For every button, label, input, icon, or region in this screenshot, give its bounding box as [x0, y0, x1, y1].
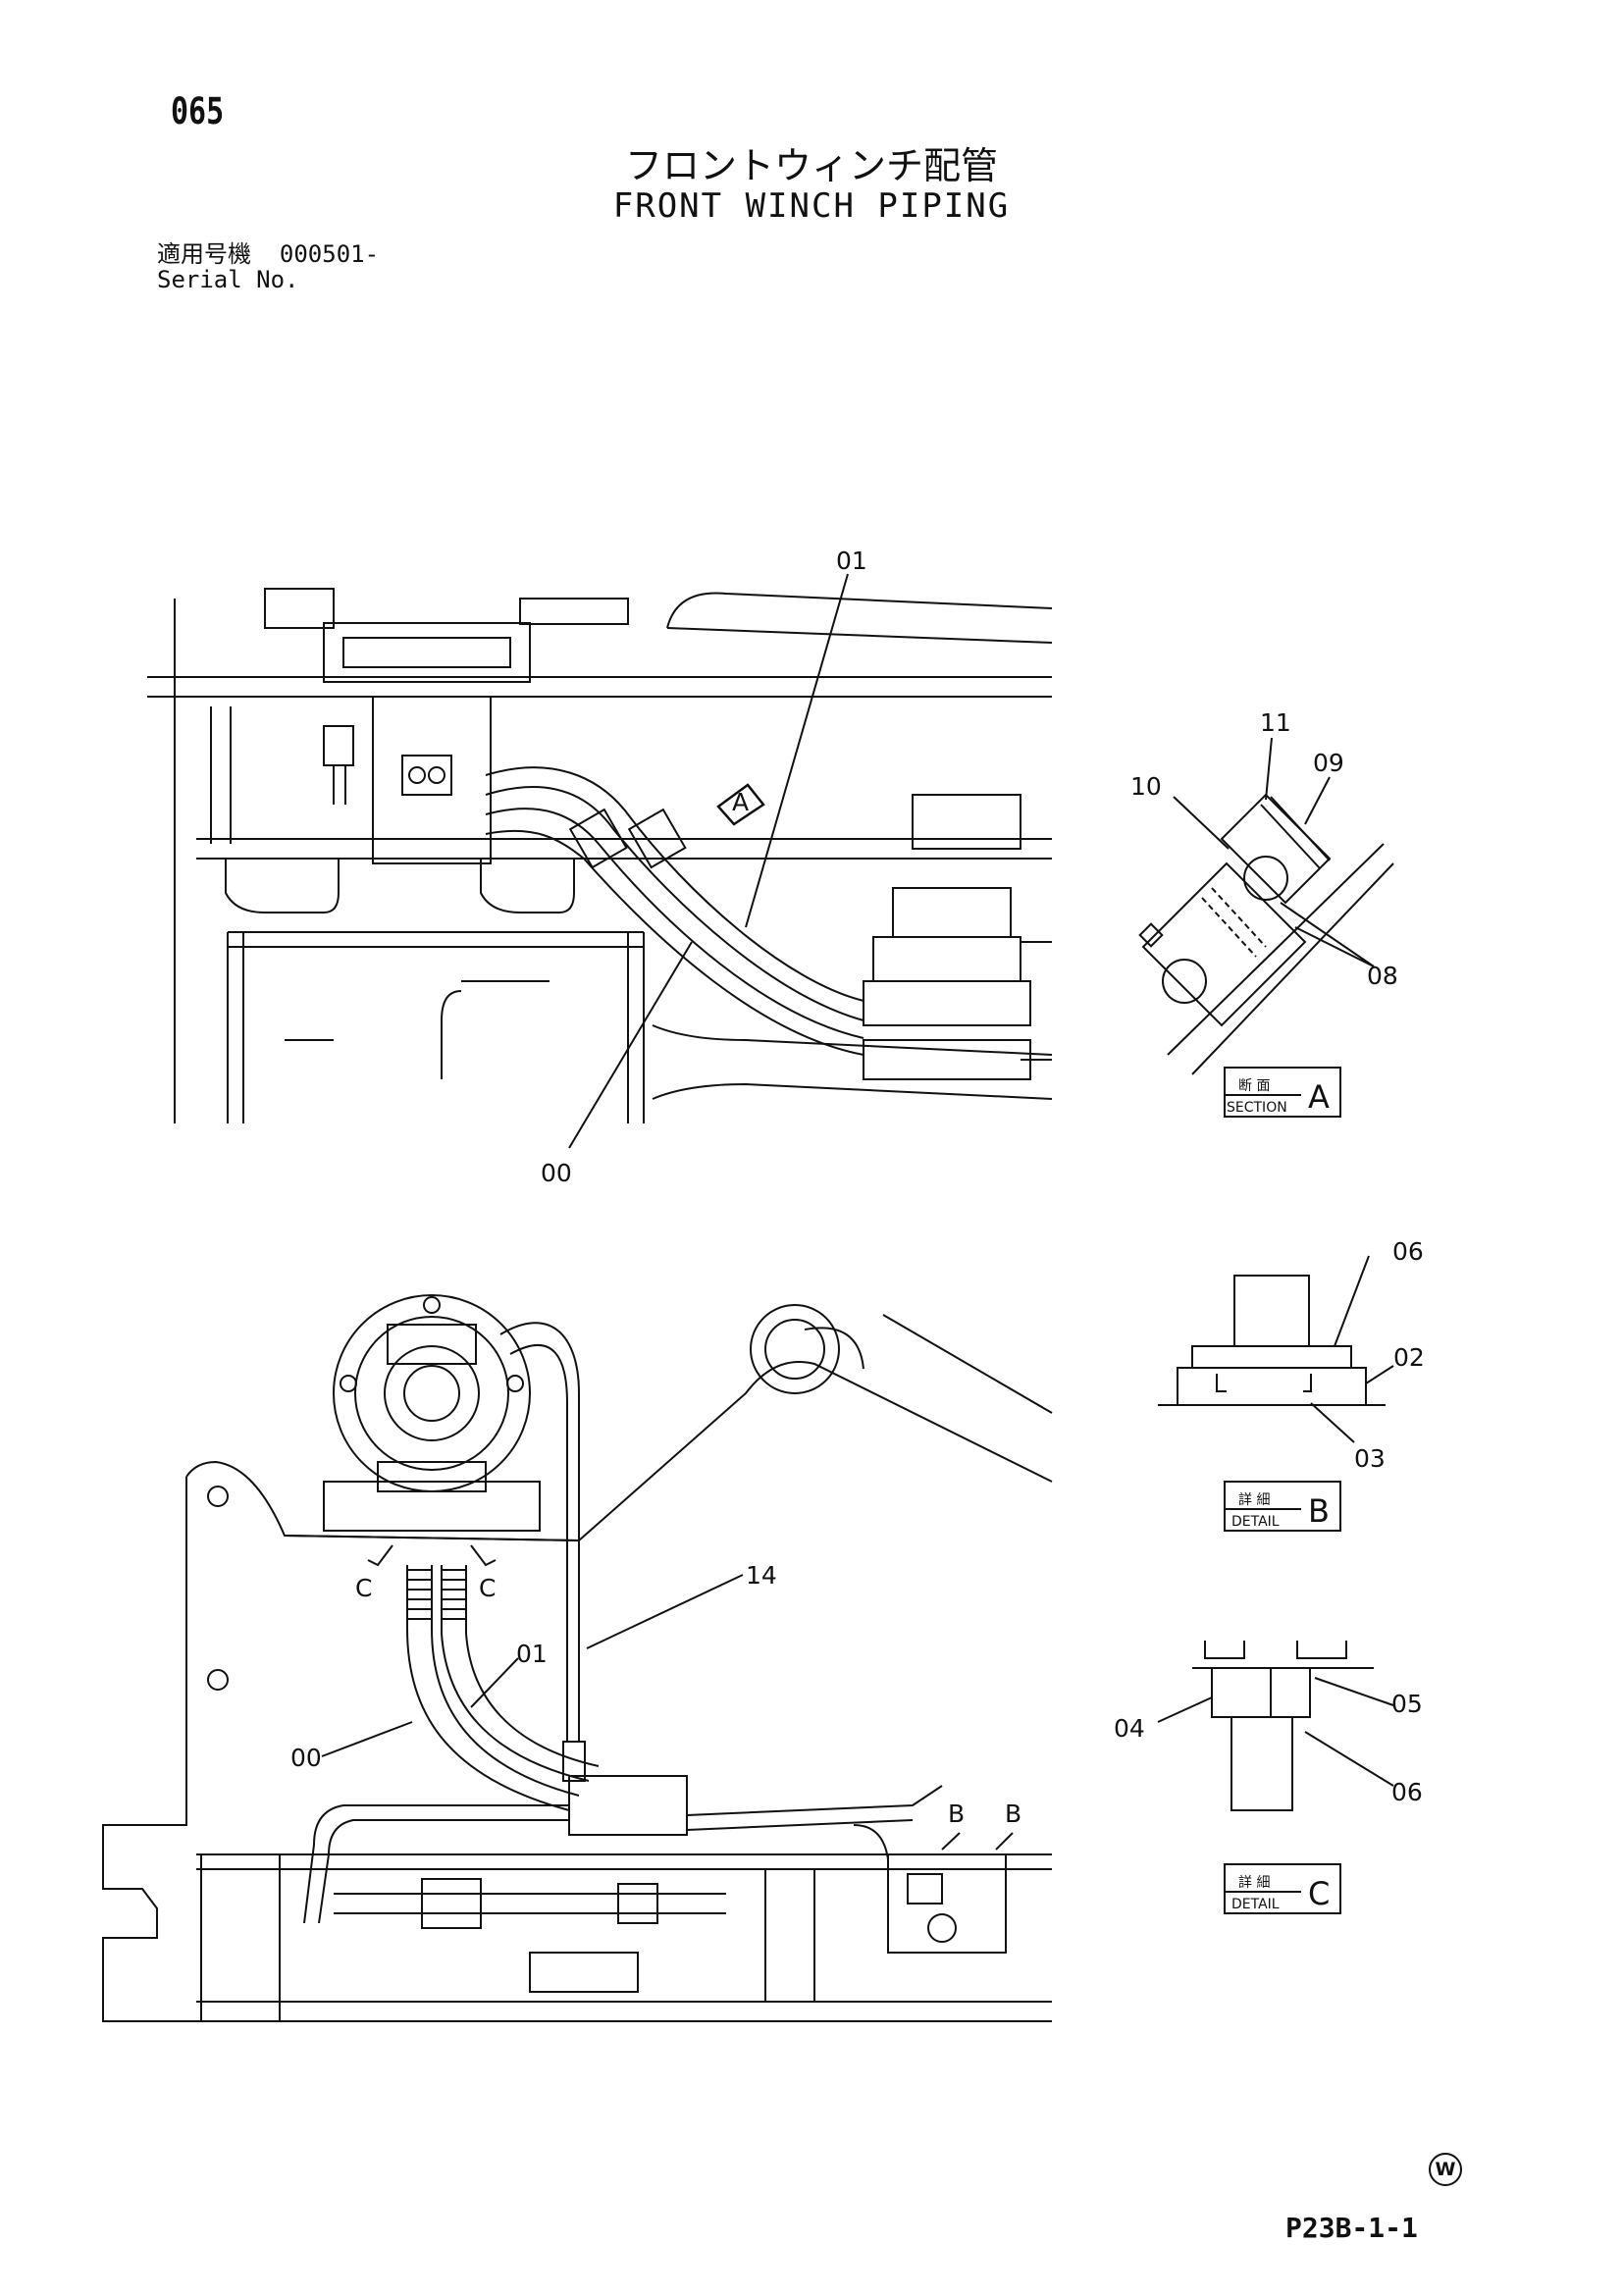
detail-c-part-04: 04 — [1114, 1714, 1145, 1743]
view-a-marker: A — [732, 788, 749, 816]
mark-c-left: C — [355, 1574, 372, 1602]
watermark-symbol: W — [1429, 2153, 1462, 2186]
detail-b-box-letter: B — [1308, 1492, 1330, 1530]
title-japanese: フロントウィンチ配管 — [624, 144, 998, 187]
callout-bottom-14: 14 — [746, 1561, 777, 1590]
section-a-drawing — [1138, 737, 1394, 1118]
bottom-view — [102, 1294, 1053, 2022]
mark-b-right: B — [1005, 1800, 1021, 1828]
detail-b-box-jp: 詳 細 — [1238, 1492, 1270, 1508]
detail-b-part-02: 02 — [1393, 1343, 1425, 1372]
section-a-box-letter: A — [1308, 1078, 1330, 1116]
mark-c-right: C — [479, 1574, 496, 1602]
detail-b-part-06: 06 — [1392, 1237, 1424, 1266]
detail-c-part-06: 06 — [1391, 1778, 1423, 1806]
page-code: P23B-1-1 — [1285, 2212, 1418, 2244]
detail-c-box-en: DETAIL — [1231, 1897, 1280, 1912]
section-a-part-08: 08 — [1367, 962, 1398, 990]
callout-top-00: 00 — [541, 1159, 572, 1187]
section-a-part-09: 09 — [1313, 749, 1344, 777]
detail-c-box-letter: C — [1308, 1875, 1330, 1912]
serial-value: 000501- — [279, 240, 380, 268]
callout-bottom-00: 00 — [290, 1744, 322, 1772]
title-english: FRONT WINCH PIPING — [612, 186, 1011, 226]
detail-b-part-03: 03 — [1354, 1444, 1386, 1473]
detail-b-drawing — [1158, 1255, 1394, 1532]
serial-block: 適用号機 000501- Serial No. — [157, 241, 379, 292]
section-a-part-11: 11 — [1260, 708, 1291, 737]
callout-bottom-01: 01 — [516, 1640, 548, 1668]
page-number: 065 — [171, 90, 225, 133]
detail-c-part-05: 05 — [1391, 1690, 1423, 1718]
detail-c-box-jp: 詳 細 — [1238, 1875, 1270, 1891]
section-a-box-jp: 断 面 — [1238, 1078, 1270, 1094]
mark-b-left: B — [948, 1800, 965, 1828]
detail-c-drawing — [1157, 1641, 1394, 1914]
top-view — [147, 573, 1053, 1149]
section-a-box-en: SECTION — [1227, 1100, 1287, 1116]
serial-label-en: Serial No. — [157, 266, 299, 293]
section-a-part-10: 10 — [1130, 772, 1162, 801]
callout-top-01: 01 — [836, 547, 867, 575]
detail-b-box-en: DETAIL — [1231, 1514, 1280, 1530]
serial-label-jp: 適用号機 — [157, 240, 251, 268]
